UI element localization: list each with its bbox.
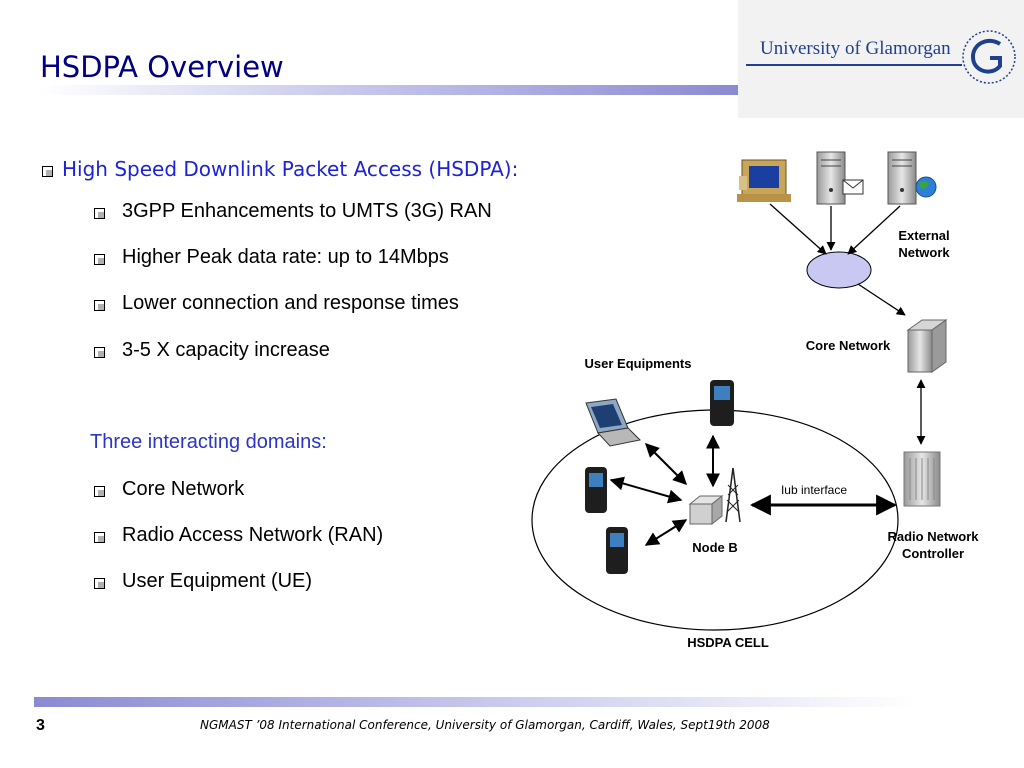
- bullet-marker: [94, 208, 105, 219]
- sub-bullet-peak-rate: Higher Peak data rate: up to 14Mbps: [122, 246, 449, 268]
- label-hsdpa-cell: HSDPA CELL: [687, 635, 769, 650]
- page-number: 3: [36, 717, 45, 734]
- mobile-phone-icon: [585, 467, 607, 513]
- domains-heading: Three interacting domains:: [90, 431, 327, 453]
- label-external-network-line2: Network: [898, 245, 950, 260]
- university-logo: [738, 0, 1024, 118]
- core-network-server-icon: [906, 319, 948, 373]
- label-iub-interface: Iub interface: [780, 483, 848, 497]
- laptop-icon: [585, 398, 642, 447]
- mobile-phone-icon: [606, 527, 628, 574]
- logo-rule: [746, 64, 962, 66]
- bullet-marker: [94, 347, 105, 358]
- sub-bullet-3gpp: 3GPP Enhancements to UMTS (3G) RAN: [122, 200, 492, 222]
- domain-core-network: Core Network: [122, 478, 245, 500]
- title-underline-bar: [40, 85, 740, 95]
- label-external-network-line1: External: [898, 228, 950, 243]
- main-bullet: High Speed Downlink Packet Access (HSDPA…: [62, 157, 519, 181]
- footer-text: NGMAST ’08 International Conference, Uni…: [200, 718, 770, 732]
- domain-ue: User Equipment (UE): [122, 570, 313, 592]
- desktop-pc-icon: [737, 159, 791, 202]
- mobile-phone-icon: [710, 380, 734, 426]
- logo-name: University of Glamorgan: [760, 38, 951, 59]
- web-server-icon: [887, 151, 937, 205]
- domain-ran: Radio Access Network (RAN): [122, 524, 384, 546]
- node-b-icon: [688, 467, 741, 526]
- bullet-marker: [94, 300, 105, 311]
- bullet-marker: [94, 532, 105, 543]
- label-rnc-line2: Controller: [901, 546, 965, 561]
- footer-bar: [34, 697, 914, 707]
- logo-seal-icon: [962, 30, 1016, 84]
- label-rnc-line1: Radio Network: [887, 529, 979, 544]
- main-bullet-marker: [42, 166, 53, 177]
- label-core-network: Core Network: [805, 338, 891, 353]
- label-user-equipments: User Equipments: [584, 356, 692, 371]
- label-node-b: Node B: [692, 540, 738, 555]
- external-network-cloud: [806, 251, 872, 289]
- bullet-marker: [94, 578, 105, 589]
- sub-bullet-latency: Lower connection and response times: [122, 292, 459, 314]
- mail-server-icon: [816, 151, 864, 205]
- sub-bullet-capacity: 3-5 X capacity increase: [122, 339, 330, 361]
- slide-title: HSDPA Overview: [40, 50, 284, 84]
- rnc-server-icon: [903, 451, 941, 507]
- bullet-marker: [94, 486, 105, 497]
- bullet-marker: [94, 254, 105, 265]
